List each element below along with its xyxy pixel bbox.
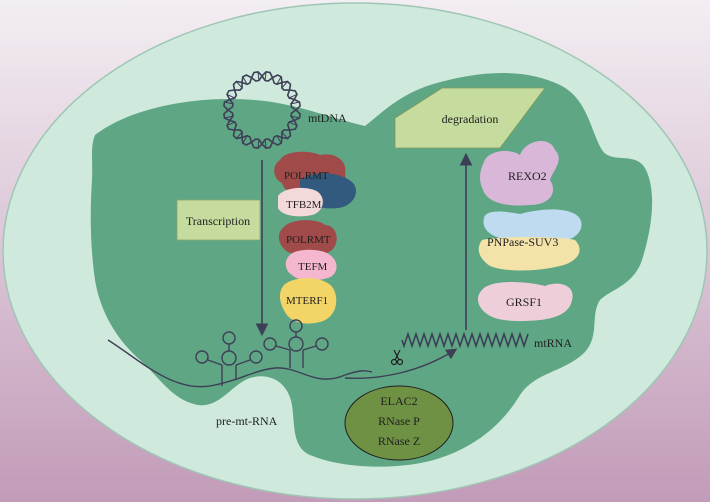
mtrna-strand	[401, 331, 529, 349]
rexo2-label: REXO2	[508, 169, 547, 183]
grsf1-blob	[477, 282, 573, 322]
pnpase-blob	[483, 209, 582, 243]
pre-mt-rna-strand	[107, 319, 373, 388]
degradation-diamond	[394, 87, 546, 149]
polrmt-label-1: POLRMT	[284, 170, 329, 182]
mterf1-blob	[279, 278, 337, 324]
tfb2m-label: TFB2M	[286, 199, 322, 211]
polrmt-tefm-complex: POLRMT TEFM	[278, 220, 337, 281]
suv3-blob	[478, 237, 580, 271]
degradation-label: degradation	[442, 112, 499, 126]
elac2-label: ELAC2	[380, 394, 417, 408]
pre-mt-rna-label: pre-mt-RNA	[216, 414, 278, 428]
transcription-label: Transcription	[186, 214, 250, 228]
tfb2m-blob	[278, 187, 323, 217]
transcription-box	[176, 199, 261, 241]
polrmt-tfb2m-complex: POLRMT TFB2M	[274, 151, 357, 217]
rnase-z-label: RNase Z	[378, 434, 420, 448]
rnase-p-label: RNase P	[378, 414, 420, 428]
pnpase-suv3-label: PNPase-SUV3	[487, 235, 558, 249]
dna-ring-icon	[223, 71, 301, 149]
polrmt-label-2: POLRMT	[286, 234, 331, 246]
rexo2-blob	[480, 140, 559, 206]
tefm-label: TEFM	[298, 261, 328, 273]
pnpase-suv3-complex: PNPase-SUV3	[478, 209, 582, 271]
grsf1-label: GRSF1	[506, 295, 542, 309]
polrmt-blob-2	[278, 220, 337, 256]
mterf1-label: MTERF1	[286, 295, 328, 307]
mtdna-label: mtDNA	[308, 111, 347, 125]
endonuclease-oval	[344, 385, 454, 461]
tefm-blob	[285, 249, 337, 281]
mtrna-label: mtRNA	[534, 336, 572, 350]
scissors-icon	[390, 349, 404, 366]
processing-arrow	[344, 348, 458, 379]
